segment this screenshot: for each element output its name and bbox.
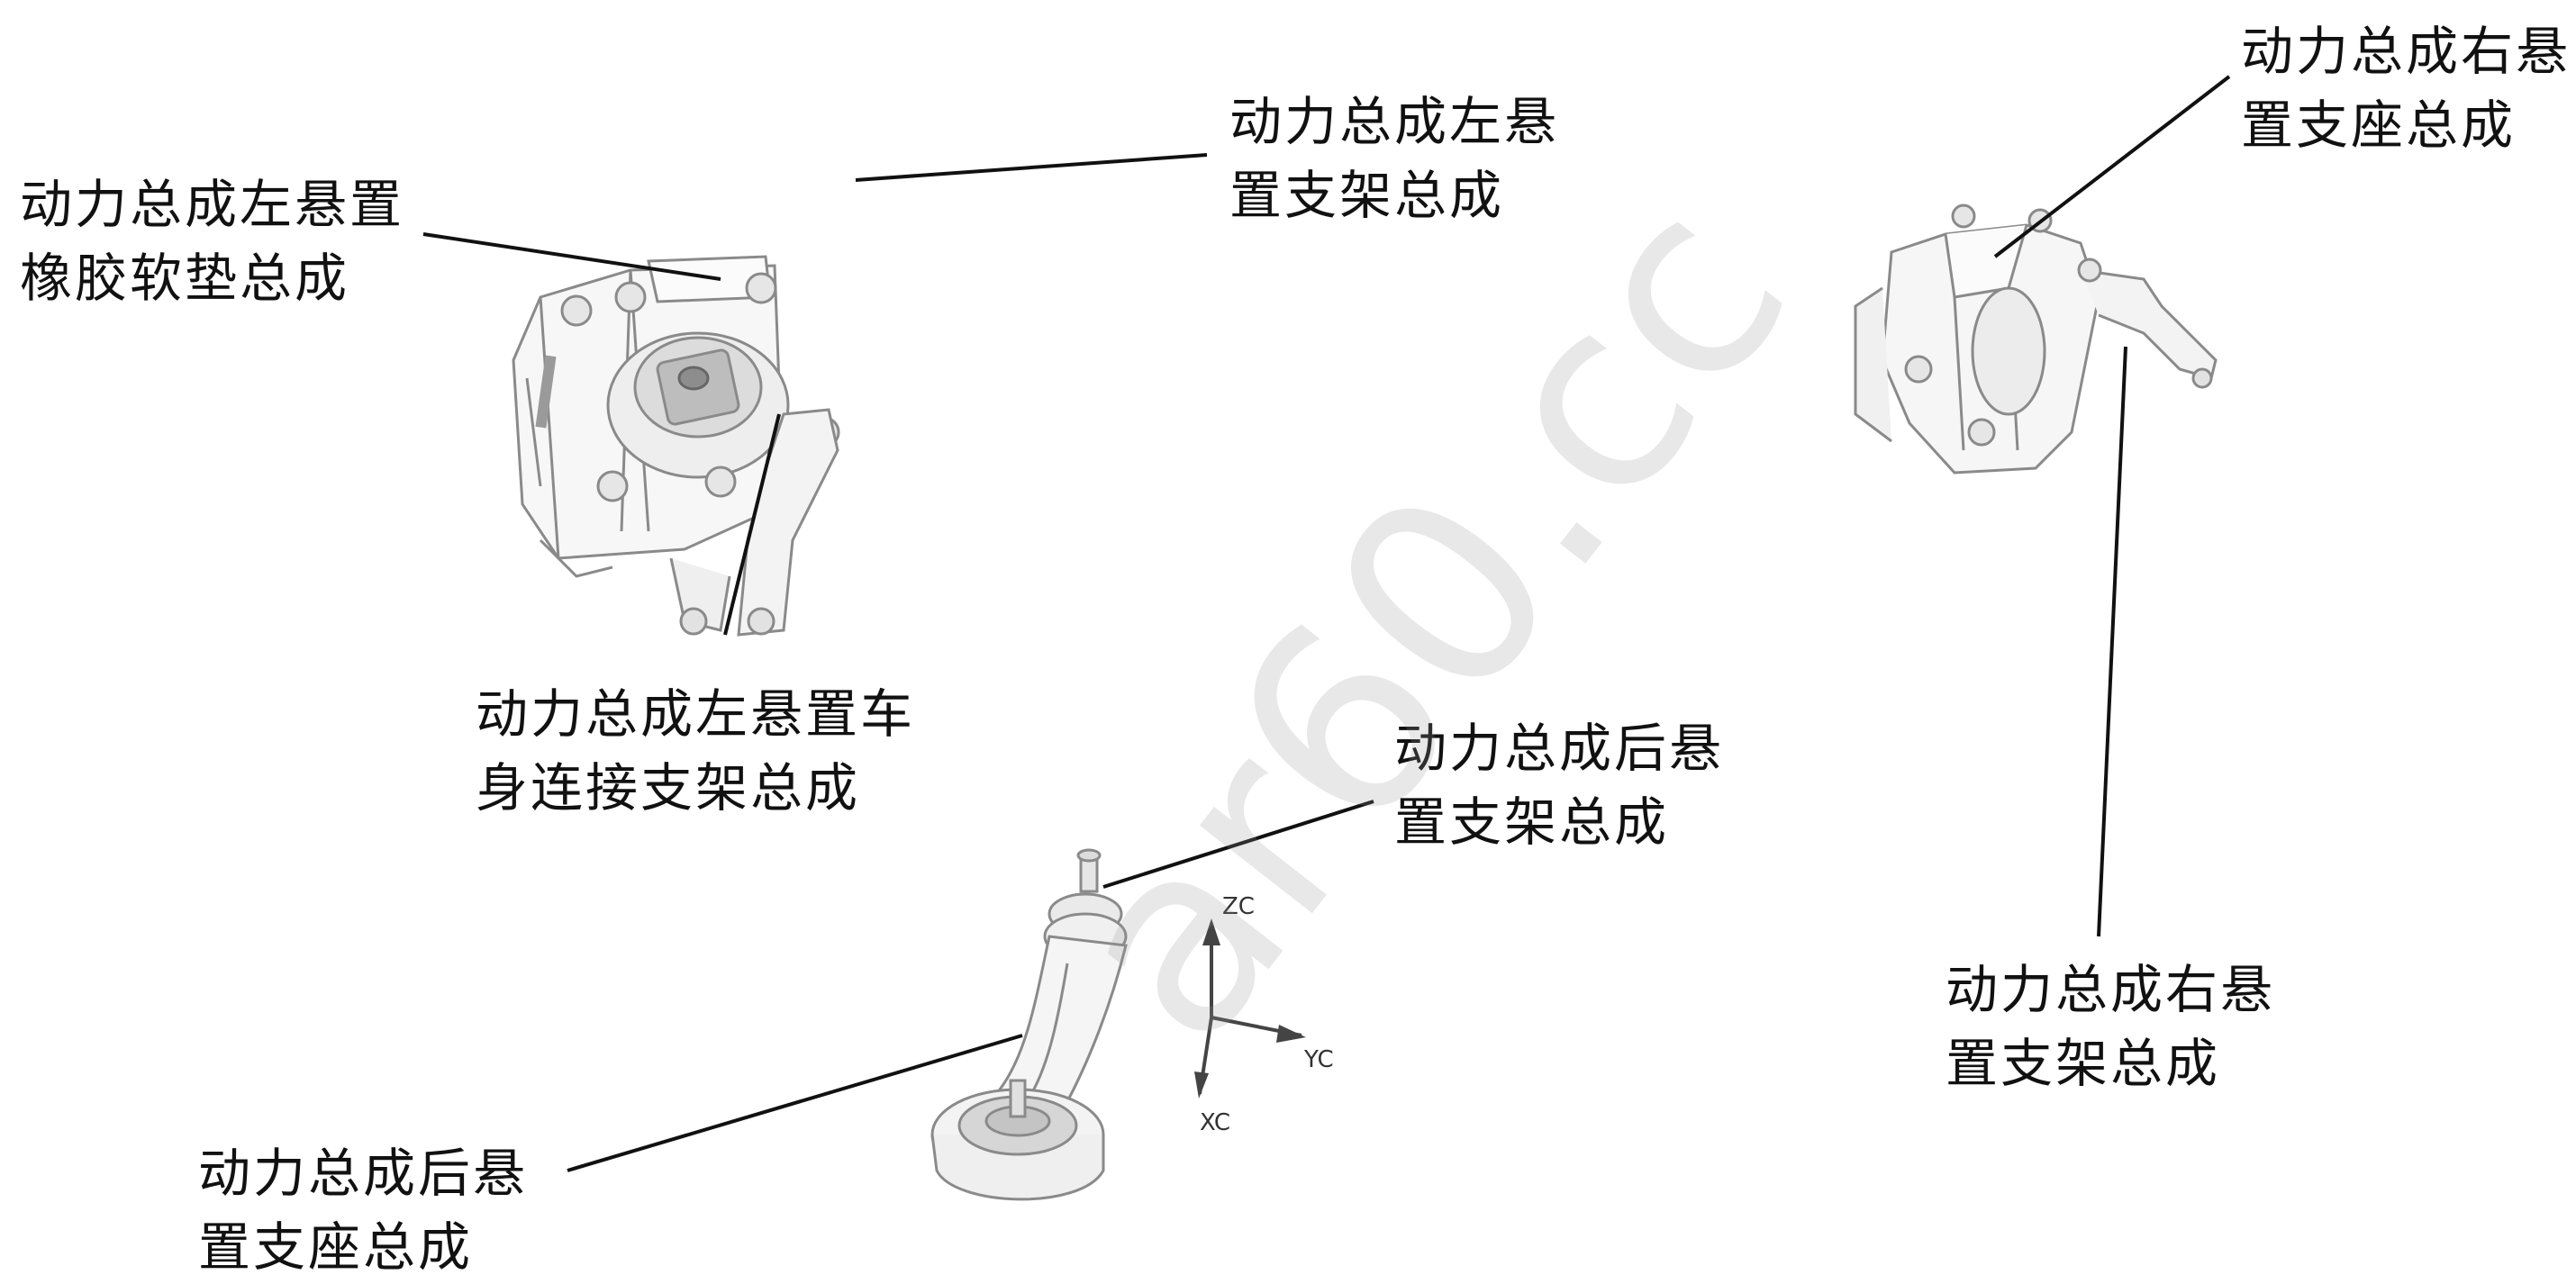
leader-right-seat [1993, 75, 2231, 258]
leader-left-rubber-pad [422, 232, 721, 281]
label-rear-seat-line2: 置支座总成 [198, 1216, 474, 1278]
leader-right-bracket [2097, 346, 2127, 937]
label-left-bracket-line1: 动力总成左悬 [1229, 91, 1560, 152]
label-left-body-bracket-line2: 身连接支架总成 [476, 757, 861, 818]
right-mount-assembly [1854, 203, 2218, 475]
coordinate-system [1194, 918, 1306, 1099]
label-left-rubber-pad-line1: 动力总成左悬置 [20, 174, 405, 235]
x-axis-label: XC [1200, 1109, 1230, 1136]
label-left-bracket-line2: 置支架总成 [1229, 165, 1505, 226]
rear-mount-assembly [930, 848, 1128, 1201]
label-left-rubber-pad-line2: 橡胶软垫总成 [20, 248, 350, 309]
label-left-body-bracket-line1: 动力总成左悬置车 [476, 683, 916, 745]
label-left-rubber-pad: 动力总成左悬置 橡胶软垫总成 [20, 167, 404, 315]
label-rear-bracket: 动力总成后悬 置支架总成 [1394, 711, 1724, 859]
label-right-seat: 动力总成右悬 置支座总成 [2241, 14, 2571, 162]
label-left-bracket: 动力总成左悬 置支架总成 [1229, 85, 1559, 232]
label-right-bracket-line2: 置支架总成 [1946, 1033, 2221, 1094]
label-right-seat-line1: 动力总成右悬 [2241, 21, 2571, 82]
label-right-seat-line2: 置支座总成 [2241, 95, 2517, 156]
leader-rear-bracket [1102, 800, 1374, 889]
label-right-bracket-line1: 动力总成右悬 [1946, 959, 2276, 1020]
label-rear-bracket-line1: 动力总成后悬 [1394, 718, 1725, 779]
leader-lines [422, 75, 2231, 1172]
left-mount-assembly [512, 255, 840, 637]
leader-left-body-bracket [723, 413, 781, 636]
leader-left-bracket [855, 153, 1208, 182]
label-right-bracket: 动力总成右悬 置支架总成 [1946, 953, 2275, 1100]
label-rear-seat-line1: 动力总成后悬 [198, 1143, 529, 1204]
leader-rear-seat [567, 1034, 1023, 1172]
z-axis-label: ZC [1222, 893, 1255, 920]
label-rear-bracket-line2: 置支架总成 [1394, 791, 1670, 853]
label-rear-seat: 动力总成后悬 置支座总成 [198, 1136, 528, 1284]
y-axis-label: YC [1303, 1046, 1334, 1073]
label-left-body-bracket: 动力总成左悬置车 身连接支架总成 [476, 677, 915, 825]
